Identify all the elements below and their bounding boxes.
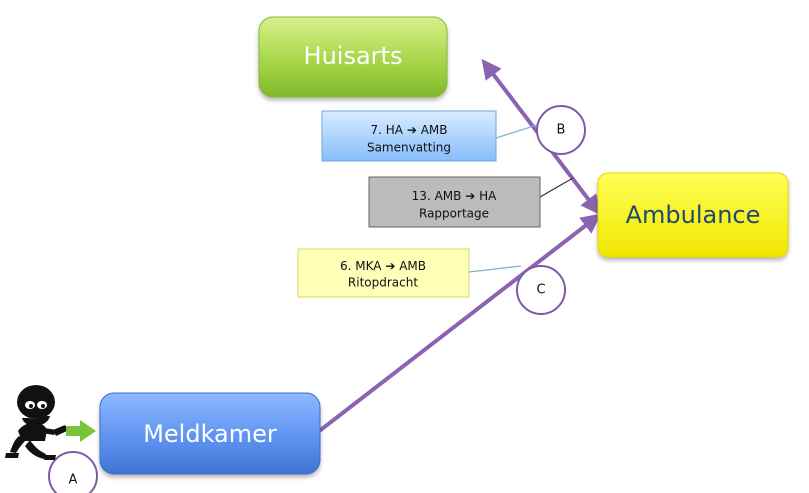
- summary-message-box: 7. HA ➔ AMB Samenvatting: [321, 110, 497, 162]
- marker-b-label: B: [557, 123, 566, 138]
- caller-figure-icon: [5, 385, 71, 460]
- report-message-box: 13. AMB ➔ HA Rapportage: [368, 176, 541, 228]
- report-line2: Rapportage: [419, 207, 489, 221]
- marker-b: B: [536, 105, 586, 155]
- report-line1-prefix: 13. AMB: [412, 189, 462, 203]
- marker-c-label: C: [536, 283, 545, 298]
- meldkamer-node-label: Meldkamer: [143, 420, 277, 448]
- assignment-leader-line: [468, 265, 522, 273]
- summary-line1-prefix: 7. HA: [370, 123, 403, 137]
- assignment-message-box: 6. MKA ➔ AMB Ritopdracht: [297, 248, 470, 298]
- connector-meldkamer-ambulance: [316, 213, 602, 434]
- marker-a-label: A: [69, 473, 78, 488]
- report-arrow-icon: ➔: [465, 189, 475, 203]
- assignment-line2: Ritopdracht: [348, 276, 418, 290]
- assignment-line1-suffix: AMB: [399, 259, 426, 273]
- svg-text:13. AMB ➔ HA: 13. AMB ➔ HA: [412, 189, 497, 203]
- meldkamer-node[interactable]: Meldkamer: [99, 392, 321, 475]
- huisarts-node[interactable]: Huisarts: [258, 16, 448, 98]
- assignment-line1-prefix: 6. MKA: [340, 259, 382, 273]
- marker-c: C: [516, 265, 566, 315]
- marker-a: A: [48, 451, 98, 493]
- summary-line1-suffix: AMB: [421, 123, 448, 137]
- huisarts-node-label: Huisarts: [304, 42, 403, 70]
- summary-line2: Samenvatting: [367, 141, 451, 155]
- svg-text:6. MKA ➔ AMB: 6. MKA ➔ AMB: [340, 259, 426, 273]
- report-line1-suffix: HA: [479, 189, 497, 203]
- assignment-arrow-icon: ➔: [385, 259, 395, 273]
- green-arrow-icon: [66, 420, 96, 442]
- svg-text:7. HA ➔ AMB: 7. HA ➔ AMB: [370, 123, 447, 137]
- report-leader-line: [539, 177, 574, 198]
- ambulance-node[interactable]: Ambulance: [597, 172, 789, 258]
- ambulance-node-label: Ambulance: [626, 201, 761, 229]
- summary-arrow-icon: ➔: [407, 123, 417, 137]
- summary-leader-line: [495, 124, 538, 139]
